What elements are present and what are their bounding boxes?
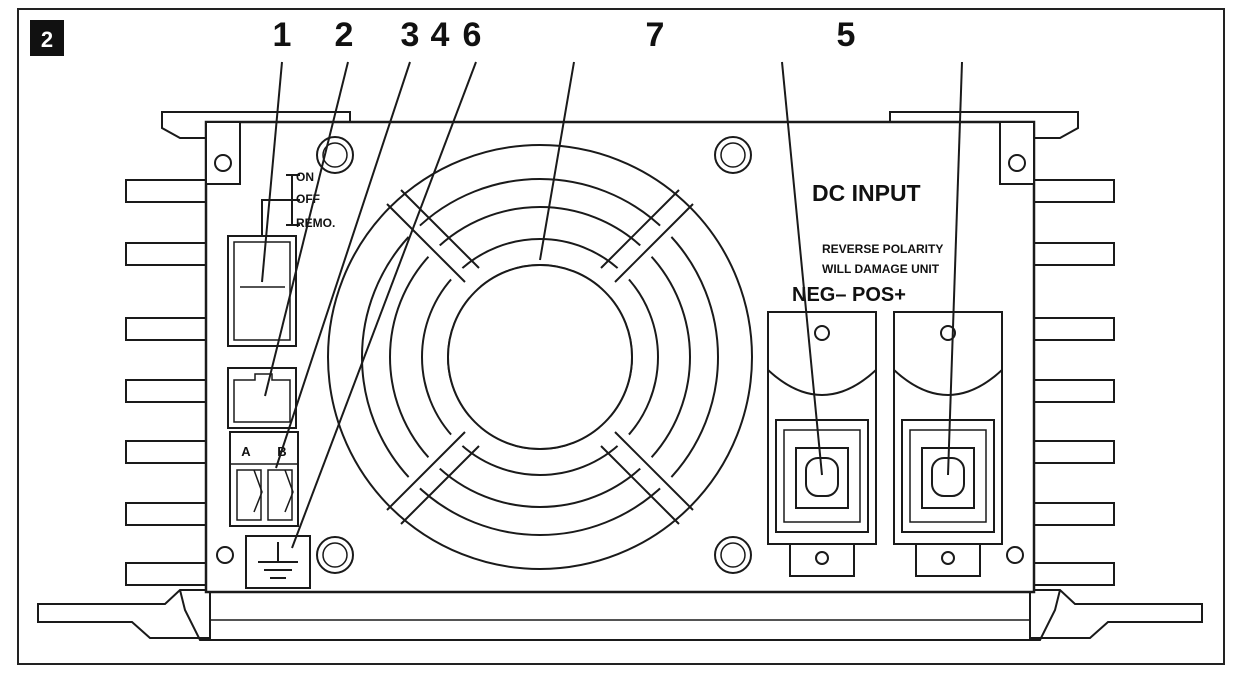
dc-terminal-negative [767,311,877,577]
panel-screws [216,136,1024,574]
polarity-warning-line-2: WILL DAMAGE UNIT [822,262,940,276]
dc-input-title: DC INPUT [812,180,921,206]
figure-border [17,8,1225,665]
base-flanges [37,589,1203,641]
leader-5-neg [781,61,823,476]
leader-7 [539,61,575,261]
polarity-label: NEG– POS+ [792,284,906,306]
leader-lines [261,61,963,549]
figure-number-badge: 2 [30,20,64,56]
power-switch [227,174,300,347]
cooling-fan-grill [327,144,753,570]
leader-2 [264,61,349,397]
callout-5: 5 [837,16,856,54]
callout-4: 4 [431,16,450,54]
terminal-label-a: A [241,444,251,459]
ground-terminal-icon [245,535,311,589]
callout-6: 6 [463,16,482,54]
switch-label-off: OFF [296,192,320,206]
callout-7: 7 [646,16,665,54]
leader-6 [291,61,477,549]
leader-1 [261,61,283,283]
callout-3: 3 [401,16,420,54]
polarity-warning-line-1: REVERSE POLARITY [822,242,943,256]
remote-port [227,367,297,429]
leader-5-pos [947,61,963,476]
corner-mounting-tabs [205,121,1035,185]
callout-numbers: 1 2 3 4 6 7 5 [273,16,856,54]
switch-label-on: ON [296,170,314,184]
figure-number: 2 [41,27,53,52]
callout-1: 1 [273,16,292,54]
callout-2: 2 [335,16,354,54]
leader-3-4 [275,61,411,469]
switch-label-remote: REMO. [296,216,335,230]
terminal-block [229,431,299,527]
